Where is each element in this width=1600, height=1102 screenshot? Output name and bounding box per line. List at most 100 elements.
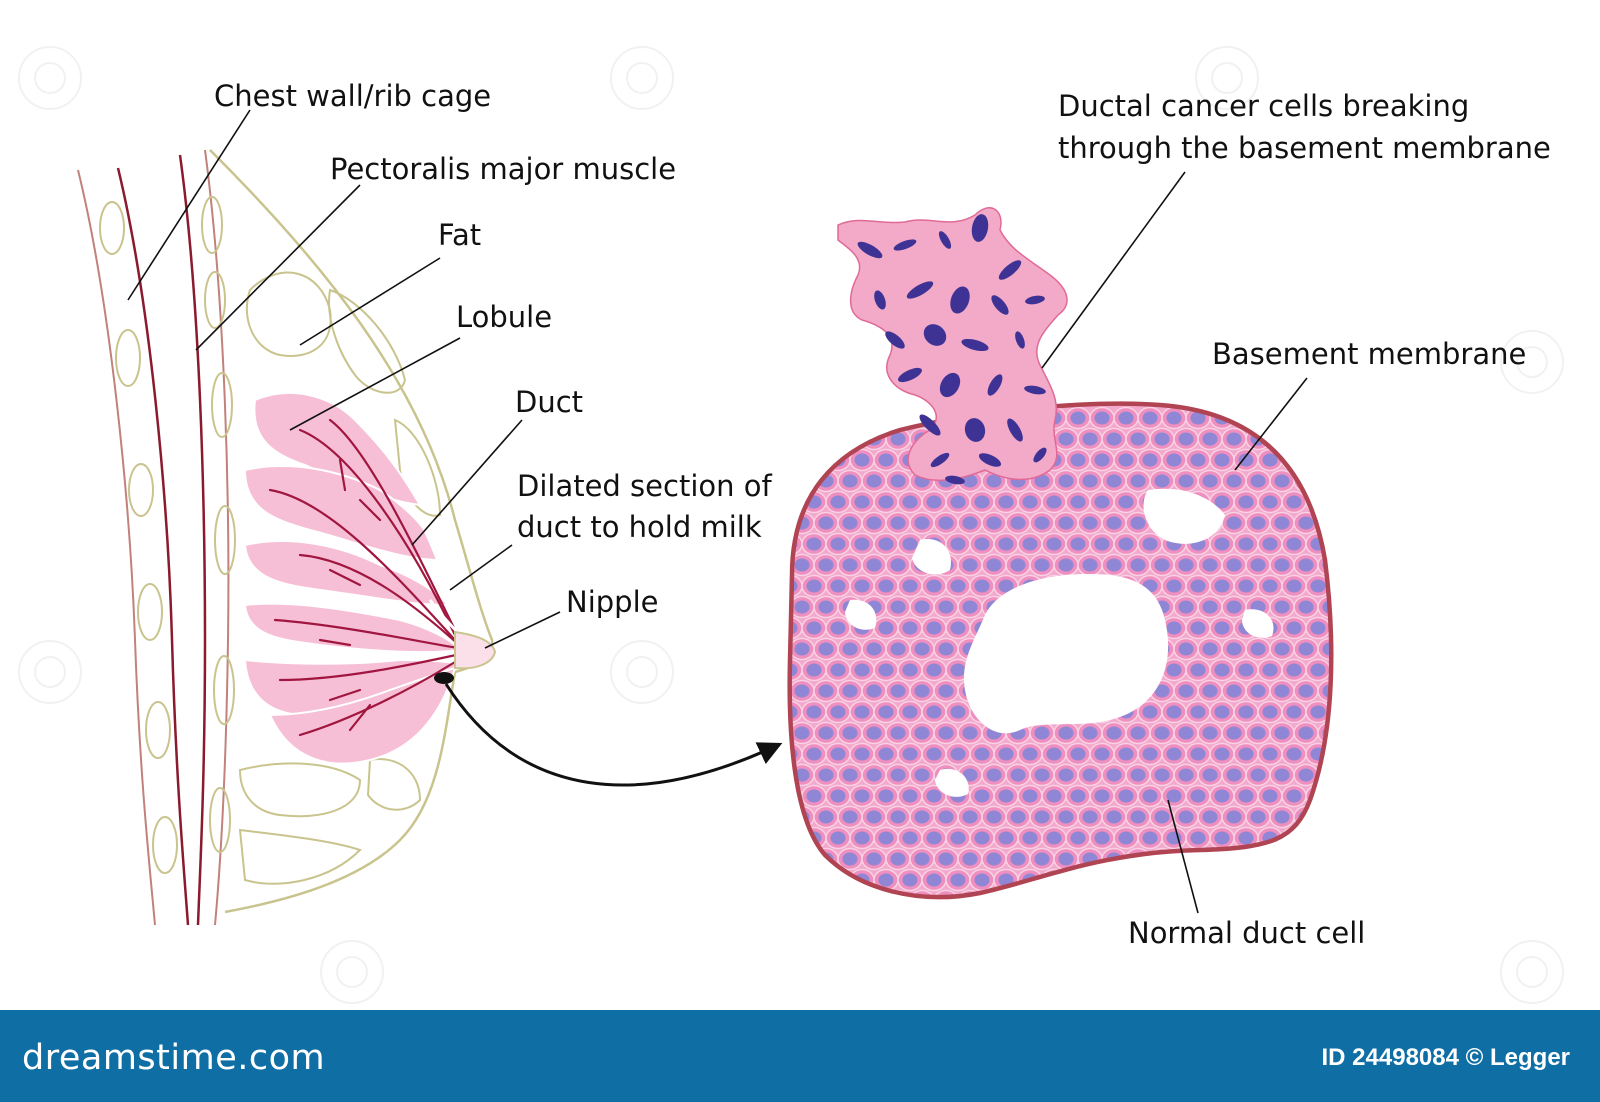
duct-cell-nucleus: [902, 831, 918, 845]
duct-cell-nucleus: [866, 684, 882, 698]
duct-cell-nucleus: [789, 873, 798, 887]
duct-cell-nucleus: [1178, 474, 1194, 488]
duct-cell-nucleus: [1118, 873, 1134, 887]
diagram-canvas: Chest wall/rib cage Pectoralis major mus…: [18, 46, 1564, 1004]
duct-cell-nucleus: [794, 852, 810, 866]
duct-cell-nucleus: [1238, 789, 1254, 803]
duct-cell-nucleus: [998, 831, 1014, 845]
duct-cell-nucleus: [806, 747, 822, 761]
duct-cell-nucleus: [878, 453, 894, 467]
duct-cell-nucleus: [962, 852, 978, 866]
cancer-cell-nucleus: [874, 290, 886, 310]
duct-cell-nucleus: [1202, 894, 1218, 898]
duct-cell-nucleus: [866, 558, 882, 572]
duct-cell-nucleus: [1310, 453, 1326, 467]
duct-cell-nucleus: [1262, 579, 1278, 593]
duct-cell-nucleus: [1130, 810, 1146, 824]
duct-cell: [1113, 868, 1139, 892]
duct-cell-nucleus: [1202, 600, 1218, 614]
duct-cell-nucleus: [1298, 852, 1314, 866]
duct-cell-nucleus: [950, 537, 966, 551]
duct-cell-nucleus: [926, 705, 942, 719]
duct-cell-nucleus: [1238, 495, 1254, 509]
duct-cell-nucleus: [1058, 432, 1074, 446]
duct-cell-nucleus: [1094, 831, 1110, 845]
duct-cell-nucleus: [1262, 747, 1278, 761]
duct-cell-nucleus: [878, 663, 894, 677]
duct-cell-nucleus: [1058, 810, 1074, 824]
duct-cell-nucleus: [842, 726, 858, 740]
duct-cell-nucleus: [1190, 873, 1206, 887]
duct-cell-nucleus: [1082, 432, 1098, 446]
duct-cell-nucleus: [890, 768, 906, 782]
duct-cell-nucleus: [806, 453, 822, 467]
duct-cell-nucleus: [789, 453, 798, 467]
duct-cell-nucleus: [1130, 558, 1146, 572]
duct-cell-nucleus: [926, 621, 942, 635]
duct-cell-nucleus: [902, 579, 918, 593]
duct-cell-nucleus: [1322, 894, 1332, 898]
duct-cell-nucleus: [890, 894, 906, 898]
duct-cell-nucleus: [830, 663, 846, 677]
duct-cell-nucleus: [818, 558, 834, 572]
duct-cell-nucleus: [1118, 831, 1134, 845]
duct-cell-nucleus: [1058, 726, 1074, 740]
duct-cell-nucleus: [806, 411, 822, 425]
duct-cell-nucleus: [1238, 705, 1254, 719]
duct-cell-nucleus: [1106, 474, 1122, 488]
duct-cell-nucleus: [1022, 747, 1038, 761]
duct-cell-nucleus: [986, 852, 1002, 866]
duct-cell: [825, 406, 851, 430]
duct-cell: [1317, 553, 1332, 577]
duct-cell-nucleus: [1238, 831, 1254, 845]
duct-cell: [1149, 889, 1175, 898]
duct-cell-nucleus: [1190, 579, 1206, 593]
duct-cell-nucleus: [926, 873, 942, 887]
duct-cell-nucleus: [1322, 810, 1332, 824]
duct-cell-nucleus: [842, 432, 858, 446]
duct-cell-nucleus: [914, 852, 930, 866]
duct-cell-nucleus: [1238, 873, 1254, 887]
duct-cell-nucleus: [1178, 684, 1194, 698]
leader-lines-right: [1041, 171, 1308, 914]
duct-cell-nucleus: [1142, 789, 1158, 803]
duct-cell: [1305, 868, 1331, 892]
duct-cell-nucleus: [962, 474, 978, 488]
duct-cell-nucleus: [890, 474, 906, 488]
watermark-spiral-icon: [18, 640, 82, 704]
duct-cell-nucleus: [1226, 558, 1242, 572]
duct-cell-nucleus: [1034, 768, 1050, 782]
duct-cell-nucleus: [794, 600, 810, 614]
duct-cell-nucleus: [818, 684, 834, 698]
cancer-cell-nucleus: [961, 338, 989, 352]
duct-cell-nucleus: [878, 873, 894, 887]
duct-cell-nucleus: [830, 495, 846, 509]
duct-cell-nucleus: [1190, 789, 1206, 803]
duct-cell-nucleus: [1250, 810, 1266, 824]
duct-cell-nucleus: [950, 747, 966, 761]
duct-cell-nucleus: [1298, 768, 1314, 782]
duct-cell-nucleus: [1046, 747, 1062, 761]
duct-cell-nucleus: [1034, 516, 1050, 530]
duct-cell-nucleus: [1070, 411, 1086, 425]
duct-cell-nucleus: [962, 768, 978, 782]
cancer-cell-nucleus: [930, 452, 950, 468]
duct-cell-nucleus: [1178, 852, 1194, 866]
duct-cell-nucleus: [818, 894, 834, 898]
duct-cell-nucleus: [986, 894, 1002, 898]
duct-cell-nucleus: [854, 579, 870, 593]
duct-cell-nucleus: [1202, 852, 1218, 866]
duct-cell-nucleus: [1058, 894, 1074, 898]
duct-cell-nucleus: [1022, 831, 1038, 845]
duct-cell: [849, 406, 875, 430]
duct-cell: [1245, 889, 1271, 898]
duct-cell-nucleus: [1130, 516, 1146, 530]
duct-cell-nucleus: [842, 684, 858, 698]
duct-cell-nucleus: [1238, 579, 1254, 593]
duct-cell-nucleus: [1310, 831, 1326, 845]
duct-cell-nucleus: [1178, 642, 1194, 656]
duct-cell-nucleus: [1070, 537, 1086, 551]
duct-cell-nucleus: [1214, 621, 1230, 635]
duct-cell-nucleus: [1082, 810, 1098, 824]
duct-cell-nucleus: [1130, 894, 1146, 898]
